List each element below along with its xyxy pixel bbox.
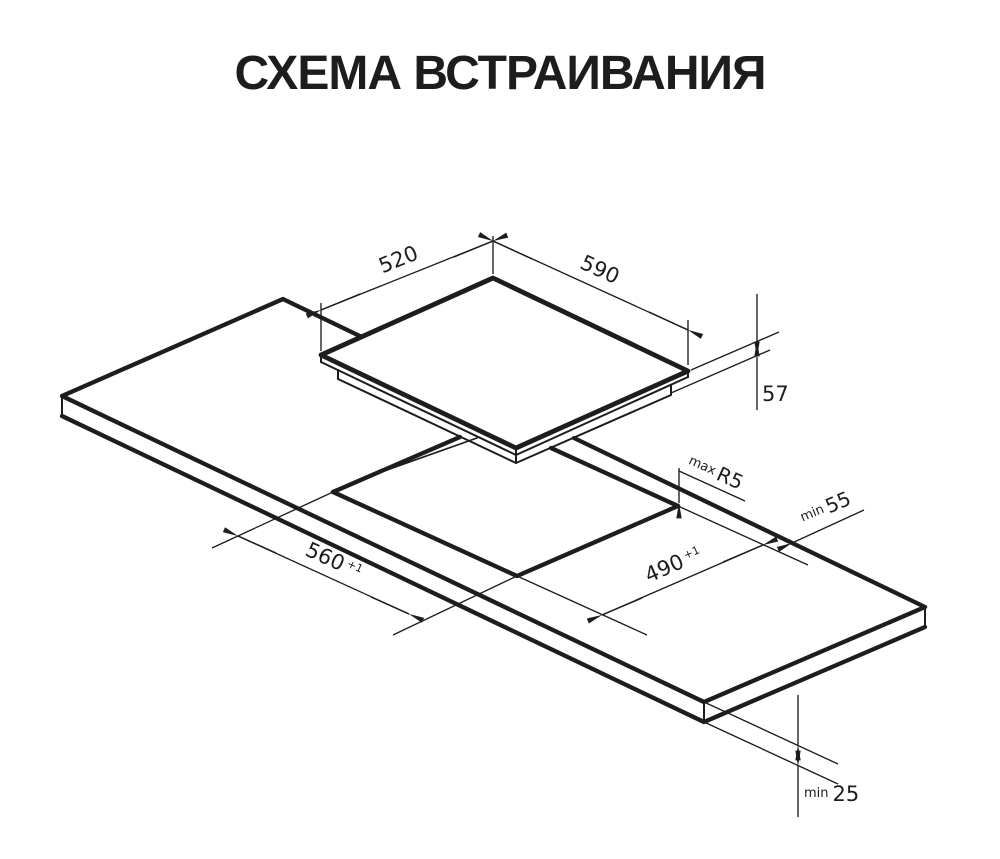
worktop-bottom-outline	[59, 413, 928, 725]
tub-corner-verticals	[337, 369, 672, 464]
leader-corner-radius-underline	[678, 470, 746, 502]
glass-corner-verticals	[320, 354, 689, 456]
ext-cutout-left-corner	[211, 491, 334, 549]
dim-rear-clearance-label: min55	[796, 486, 854, 529]
arrow-cutout-width-right	[370, 596, 425, 623]
cutout-inner-wall-line	[352, 437, 478, 483]
worktop-corner-verticals	[61, 395, 926, 723]
page-title: СХЕМА ВСТРАИВАНИЯ	[234, 47, 766, 100]
arrow-rear-clearance	[776, 509, 865, 552]
cutout-back-left-edge	[330, 434, 463, 495]
worktop-top-outline	[59, 296, 928, 705]
arrow-cutout-depth-upper	[722, 536, 779, 563]
dim-cutout-depth-label: 490+1	[641, 542, 705, 588]
cutout-front-edges	[330, 489, 681, 579]
arrow-cutout-depth-lower	[586, 597, 643, 624]
ext-cutout-front-corner-right	[516, 575, 648, 636]
arrow-hob-depth-left	[305, 293, 361, 319]
worktop-drawing	[59, 296, 928, 725]
worktop-back-edge-right-segment	[571, 435, 928, 610]
glass-top-outline	[318, 275, 691, 451]
arrow-hob-width-left	[477, 232, 533, 260]
cooktop-drawing	[318, 275, 691, 464]
ext-cutout-right-corner	[677, 505, 809, 566]
dim-hob-height-label: 57	[762, 382, 789, 406]
dimension-extension-lines	[211, 236, 839, 785]
leader-hob-height-bottom	[670, 349, 771, 394]
ext-cutout-front-corner-left	[392, 575, 518, 636]
leader-hob-height-top	[690, 331, 780, 371]
arrow-cutout-width-left	[222, 527, 277, 554]
arrow-hob-depth-right	[453, 232, 509, 258]
dimension-arrows	[222, 232, 865, 817]
leader-worktop-thickness-top	[703, 701, 839, 765]
cutout-back-right-edge	[548, 445, 681, 509]
leader-worktop-thickness-bottom	[703, 721, 839, 785]
arrow-hob-width-right	[648, 311, 704, 339]
worktop-back-edge-left-segment	[280, 296, 365, 340]
